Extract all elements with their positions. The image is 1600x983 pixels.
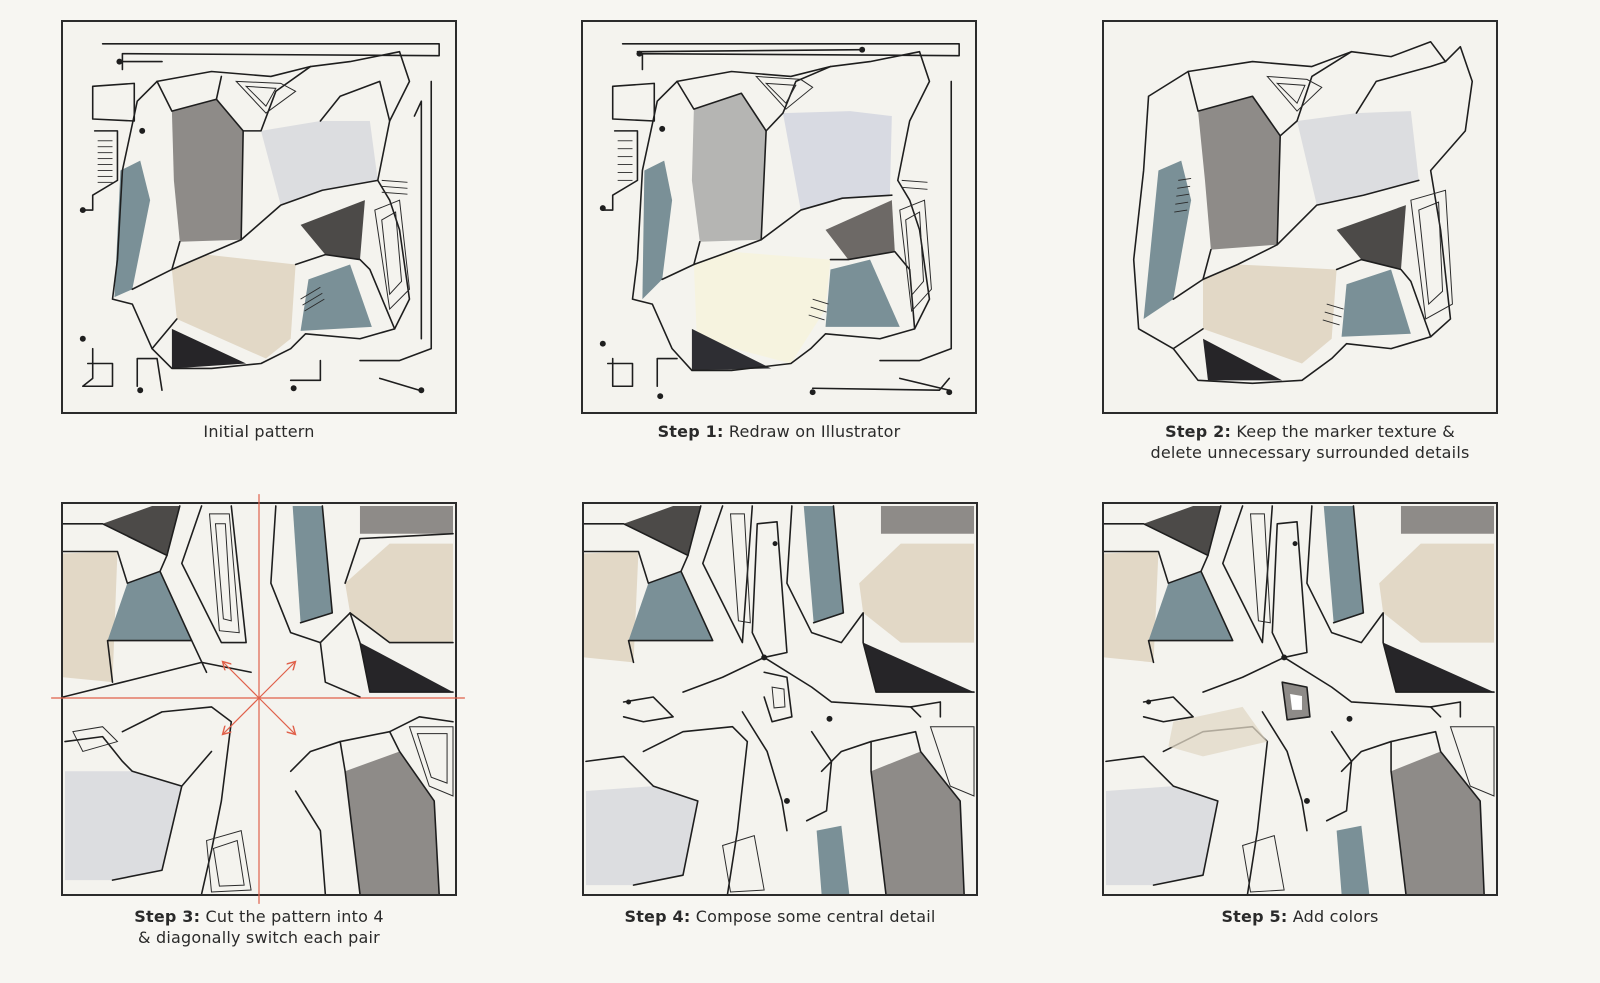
caption-step-5: Step 5: Add colors bbox=[1090, 906, 1510, 927]
hatching-marks bbox=[1174, 177, 1344, 326]
step2-drawing bbox=[1132, 41, 1474, 385]
arrow-down-left-icon bbox=[223, 697, 260, 734]
hatching-marks bbox=[617, 140, 928, 321]
step4-drawing bbox=[584, 505, 975, 894]
caption-step3-label: Step 3: bbox=[134, 907, 201, 926]
step1-drawing bbox=[599, 42, 960, 400]
caption-step4-label: Step 4: bbox=[624, 907, 691, 926]
step3-drawing bbox=[63, 505, 454, 894]
caption-step5-text: Add colors bbox=[1287, 907, 1379, 926]
arrow-down-right-icon bbox=[258, 697, 295, 734]
panel-step-3 bbox=[51, 494, 465, 904]
caption-step2-line2: delete unnecessary surrounded details bbox=[1150, 443, 1470, 462]
panel-step-5 bbox=[1102, 502, 1498, 896]
caption-step1-label: Step 1: bbox=[657, 422, 724, 441]
arrow-up-left-icon bbox=[223, 662, 260, 699]
caption-step3-text: Cut the pattern into 4 bbox=[200, 907, 384, 926]
caption-step4-text: Compose some central detail bbox=[690, 907, 936, 926]
panel-step-1 bbox=[581, 20, 977, 414]
caption-step-2: Step 2: Keep the marker texture & delete… bbox=[1100, 421, 1520, 463]
panel-step-4 bbox=[582, 502, 978, 896]
cut-lines-overlay bbox=[51, 494, 465, 904]
caption-initial-pattern: Initial pattern bbox=[49, 421, 469, 442]
caption-step-1: Step 1: Redraw on Illustrator bbox=[569, 421, 989, 442]
caption-step3-line2: & diagonally switch each pair bbox=[138, 928, 380, 947]
caption-step2-text: Keep the marker texture & bbox=[1231, 422, 1455, 441]
panel-initial-pattern bbox=[61, 20, 457, 414]
panel-step-2 bbox=[1102, 20, 1498, 414]
caption-step5-label: Step 5: bbox=[1221, 907, 1288, 926]
caption-step1-text: Redraw on Illustrator bbox=[723, 422, 901, 441]
caption-step2-label: Step 2: bbox=[1165, 422, 1232, 441]
caption-step-3: Step 3: Cut the pattern into 4 & diagona… bbox=[49, 906, 469, 948]
step5-drawing bbox=[1104, 505, 1495, 894]
caption-initial-text: Initial pattern bbox=[203, 422, 315, 441]
hatching-marks bbox=[97, 140, 408, 312]
arrow-up-right-icon bbox=[258, 662, 295, 699]
caption-step-4: Step 4: Compose some central detail bbox=[570, 906, 990, 927]
initial-pattern-drawing bbox=[79, 42, 440, 394]
